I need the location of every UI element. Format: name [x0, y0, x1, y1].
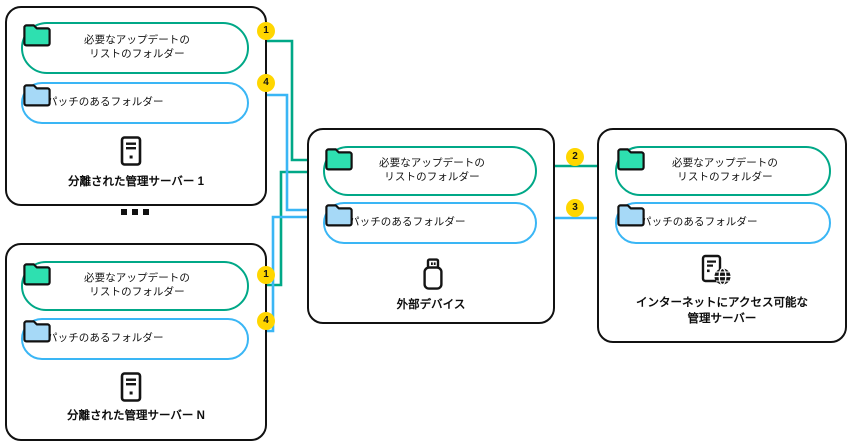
folder-label: 必要なアップデートの リストのフォルダー — [84, 34, 190, 60]
step-badge-2: 2 — [566, 148, 584, 166]
folder-updates-list-isolated-n[interactable]: 必要なアップデートの リストのフォルダー — [21, 261, 249, 311]
step-badge-3: 3 — [566, 199, 584, 217]
node-title-internet-connected-server: インターネットにアクセス可能な 管理サーバー — [636, 297, 808, 325]
node-title-isolated-server-1: 分離された管理サーバー 1 — [68, 176, 204, 188]
folder-patches-external[interactable]: パッチのあるフォルダー — [323, 202, 537, 244]
folder-label: パッチのあるフォルダー — [47, 332, 164, 345]
folder-patches-isolated-1[interactable]: パッチのあるフォルダー — [21, 82, 249, 124]
node-title-isolated-server-n: 分離された管理サーバー N — [67, 410, 205, 422]
ellipsis-more-servers — [121, 209, 149, 215]
step-badge-1-top: 1 — [257, 22, 275, 40]
node-isolated-server-n[interactable]: 必要なアップデートの リストのフォルダー パッチのあるフォルダー 分離された管理… — [5, 243, 267, 441]
step-badge-1-bottom: 1 — [257, 266, 275, 284]
folder-patches-isolated-n[interactable]: パッチのあるフォルダー — [21, 318, 249, 360]
folder-updates-list-internet[interactable]: 必要なアップデートの リストのフォルダー — [615, 146, 831, 196]
folder-updates-list-external[interactable]: 必要なアップデートの リストのフォルダー — [323, 146, 537, 196]
folder-label: パッチのあるフォルダー — [349, 216, 466, 229]
node-external-device[interactable]: 必要なアップデートの リストのフォルダー パッチのあるフォルダー 外部デバイス — [307, 128, 555, 324]
folder-updates-list-isolated-1[interactable]: 必要なアップデートの リストのフォルダー — [21, 22, 249, 74]
step-badge-4-bottom: 4 — [257, 312, 275, 330]
connector-step-4-top — [245, 87, 313, 212]
step-badge-4-top: 4 — [257, 74, 275, 92]
node-internet-connected-server[interactable]: 必要なアップデートの リストのフォルダー パッチのあるフォルダー — [597, 128, 847, 343]
folder-label: 必要なアップデートの リストのフォルダー — [379, 157, 485, 183]
folder-label: 必要なアップデートの リストのフォルダー — [672, 157, 778, 183]
node-isolated-server-1[interactable]: 必要なアップデートの リストのフォルダー パッチのあるフォルダー 分離された管理… — [5, 6, 267, 206]
node-title-external-device: 外部デバイス — [396, 299, 466, 311]
folder-patches-internet[interactable]: パッチのあるフォルダー — [615, 202, 831, 244]
folder-label: パッチのあるフォルダー — [47, 96, 164, 109]
folder-label: パッチのあるフォルダー — [641, 216, 758, 229]
folder-label: 必要なアップデートの リストのフォルダー — [84, 272, 190, 298]
